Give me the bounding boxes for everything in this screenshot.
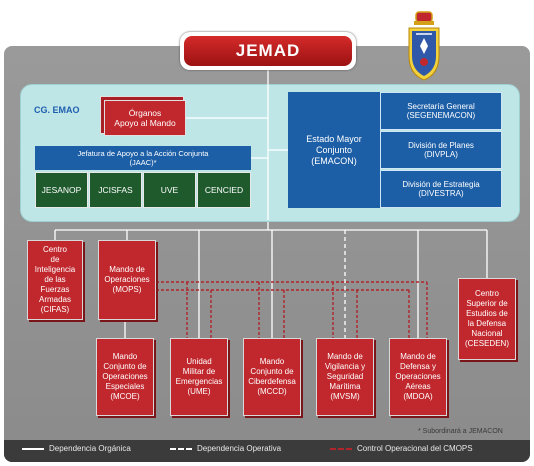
- segenemacon-box[interactable]: Secretaría General (SEGENEMACON): [380, 92, 502, 130]
- legend-operative: Dependencia Operativa: [170, 444, 281, 453]
- emacon-box[interactable]: Estado Mayor Conjunto (EMACON): [288, 92, 380, 208]
- mcoe-box[interactable]: Mando Conjunto de Operaciones Especiales…: [96, 338, 154, 416]
- jaac-box[interactable]: Jefatura de Apoyo a la Acción Conjunta (…: [35, 146, 251, 170]
- legend-operational-control-label: Control Operacional del CMOPS: [357, 444, 473, 453]
- mvsm-box[interactable]: Mando de Vigilancia y Seguridad Marítima…: [316, 338, 374, 416]
- coat-of-arms-icon: [408, 11, 440, 81]
- jemad-title: JEMAD: [184, 36, 352, 66]
- legend-operative-label: Dependencia Operativa: [197, 444, 282, 453]
- organos-apoyo-box[interactable]: Órganos Apoyo al Mando: [104, 100, 186, 136]
- mdoa-label: Mando de Defensa y Operaciones Aéreas (M…: [395, 352, 441, 401]
- legend-organic: Dependencia Orgánica: [22, 444, 131, 453]
- divestra-box[interactable]: División de Estrategia (DIVESTRA): [380, 170, 502, 208]
- ume-label: Unidad Militar de Emergencias (UME): [175, 357, 223, 396]
- mdoa-box[interactable]: Mando de Defensa y Operaciones Aéreas (M…: [389, 338, 447, 416]
- cg-emad-label: CG. EMAO: [34, 105, 80, 115]
- mcoe-label: Mando Conjunto de Operaciones Especiales…: [102, 352, 148, 401]
- jcisfas-label: JCISFAS: [98, 185, 133, 195]
- organos-apoyo-label: Órganos Apoyo al Mando: [114, 108, 176, 128]
- solid-line-icon: [22, 447, 44, 450]
- segenemacon-label: Secretaría General (SEGENEMACON): [406, 102, 476, 120]
- legend-operational-control: Control Operacional del CMOPS: [330, 444, 473, 453]
- ume-box[interactable]: Unidad Militar de Emergencias (UME): [170, 338, 228, 416]
- jaac-label: Jefatura de Apoyo a la Acción Conjunta (…: [77, 149, 209, 167]
- divestra-label: División de Estrategia (DIVESTRA): [402, 180, 480, 198]
- legend-bar: [4, 440, 530, 462]
- jesanop-label: JESANOP: [41, 185, 82, 195]
- red-dashed-line-icon: [330, 447, 352, 450]
- cencied-label: CENCIED: [204, 185, 244, 195]
- cifas-box[interactable]: Centro de Inteligencia de las Fuerzas Ar…: [27, 240, 83, 320]
- jesanop-box[interactable]: JESANOP: [35, 172, 88, 208]
- mccd-label: Mando Conjunto de Ciberdefensa (MCCD): [248, 357, 296, 396]
- mops-label: Mando de Operaciones (MOPS): [104, 265, 150, 294]
- cifas-label: Centro de Inteligencia de las Fuerzas Ar…: [34, 245, 76, 314]
- mops-box[interactable]: Mando de Operaciones (MOPS): [98, 240, 156, 320]
- uve-box[interactable]: UVE: [143, 172, 196, 208]
- ceseden-box[interactable]: Centro Superior de Estudios de la Defens…: [458, 278, 516, 360]
- mvsm-label: Mando de Vigilancia y Seguridad Marítima…: [324, 352, 366, 401]
- emacon-label: Estado Mayor Conjunto (EMACON): [306, 133, 362, 166]
- jemad-title-box: JEMAD: [180, 32, 356, 70]
- footnote: * Subordinará a JEMACON: [418, 428, 503, 435]
- jcisfas-box[interactable]: JCISFAS: [89, 172, 142, 208]
- ceseden-label: Centro Superior de Estudios de la Defens…: [464, 289, 509, 348]
- dashed-line-icon: [170, 447, 192, 450]
- divpla-box[interactable]: División de Planes (DIVPLA): [380, 131, 502, 169]
- legend-organic-label: Dependencia Orgánica: [49, 444, 131, 453]
- cencied-box[interactable]: CENCIED: [197, 172, 251, 208]
- mccd-box[interactable]: Mando Conjunto de Ciberdefensa (MCCD): [243, 338, 301, 416]
- uve-label: UVE: [160, 185, 179, 195]
- divpla-label: División de Planes (DIVPLA): [408, 141, 474, 159]
